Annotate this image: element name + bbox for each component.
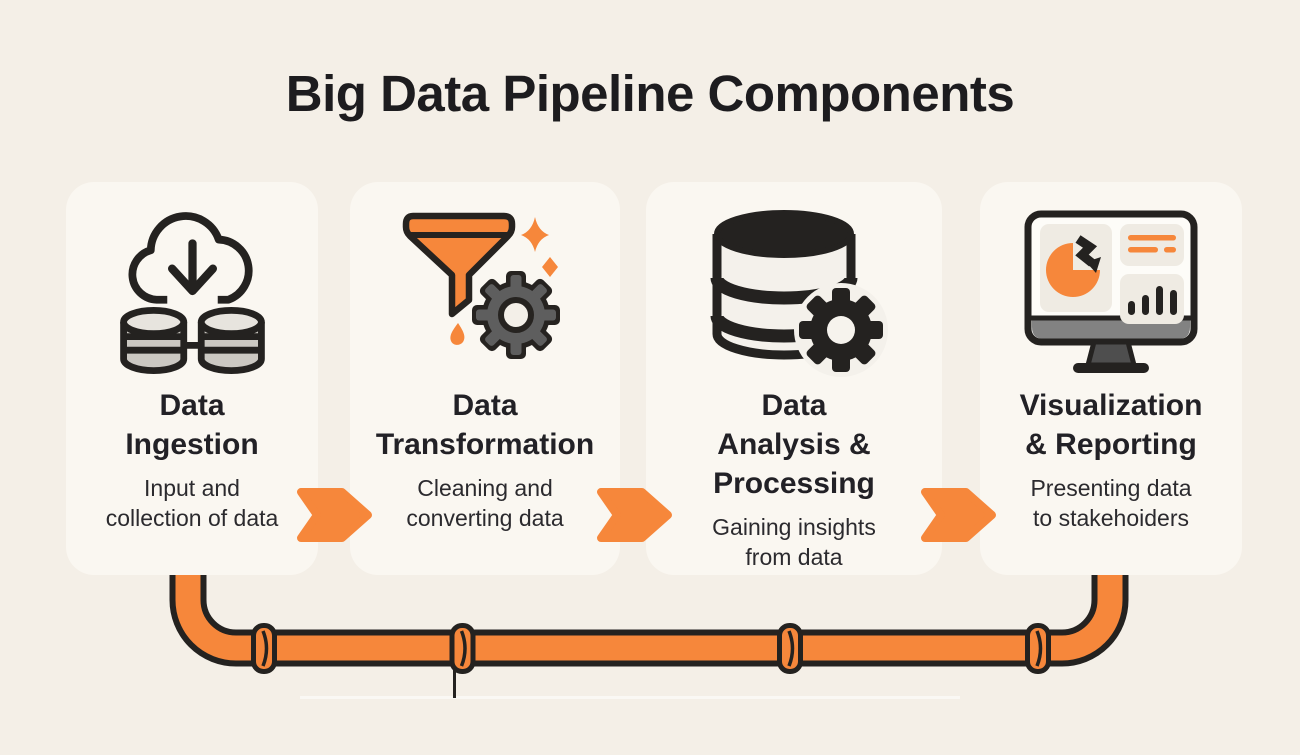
funnel-icon — [402, 212, 516, 318]
pipe-couplings — [251, 623, 1051, 674]
database-icon — [119, 307, 187, 374]
card-data-ingestion: Data Ingestion Input and collection of d… — [66, 182, 318, 575]
monitor-base — [1073, 363, 1149, 373]
bar-chart-icon — [1128, 286, 1177, 315]
pie-chart-icon — [1046, 243, 1100, 297]
database-stack-gear-icon — [689, 200, 899, 382]
cloud-icon — [128, 212, 253, 306]
sparkle-small-icon — [542, 257, 558, 277]
pipe-coupling — [449, 623, 476, 674]
pipe-coupling — [251, 623, 277, 674]
pipe-coupling — [777, 623, 803, 674]
card-data-analysis-processing: Data Analysis & Processing Gaining insig… — [646, 182, 942, 575]
card-description: Gaining insights from data — [712, 514, 876, 570]
zigzag-arrow-icon — [1075, 235, 1101, 273]
pie-chart-panel — [1040, 224, 1112, 312]
pipe-fill — [175, 556, 1123, 661]
card-description: Presenting data to stakehoiders — [1030, 475, 1192, 531]
gear-icon — [794, 282, 888, 377]
droplet-icon — [450, 323, 465, 345]
flow-arrow-icon — [921, 488, 996, 542]
cloud-download-databases-icon — [110, 200, 275, 382]
card-title: Data Analysis & Processing — [713, 389, 875, 500]
floor-highlight-line — [300, 696, 960, 699]
funnel-gear-sparkles-icon — [385, 200, 585, 382]
monitor-stand — [1085, 339, 1137, 368]
card-data-transformation: Data Transformation Cleaning and convert… — [350, 182, 620, 575]
card-description: Input and collection of data — [105, 475, 279, 531]
text-lines-panel — [1120, 224, 1184, 266]
card-description: Cleaning and converting data — [406, 475, 564, 531]
monitor-dashboard-icon — [1016, 200, 1206, 382]
page-title: Big Data Pipeline Components — [285, 65, 1015, 122]
pipe-outline — [169, 556, 1129, 667]
sparkle-icon — [521, 217, 549, 252]
card-title: Data Transformation — [375, 389, 595, 461]
card-visualization-reporting: Visualization & Reporting Presenting dat… — [980, 182, 1242, 575]
gear-icon — [472, 271, 560, 359]
flow-arrow-icon — [297, 488, 372, 542]
database-icon — [197, 307, 265, 374]
bar-chart-panel — [1120, 274, 1184, 324]
card-title: Visualization & Reporting — [1019, 389, 1203, 461]
card-title: Data Ingestion — [125, 389, 259, 461]
pipe-coupling — [1025, 623, 1051, 674]
download-arrow-icon — [167, 239, 217, 296]
flow-arrow-icon — [597, 488, 672, 542]
